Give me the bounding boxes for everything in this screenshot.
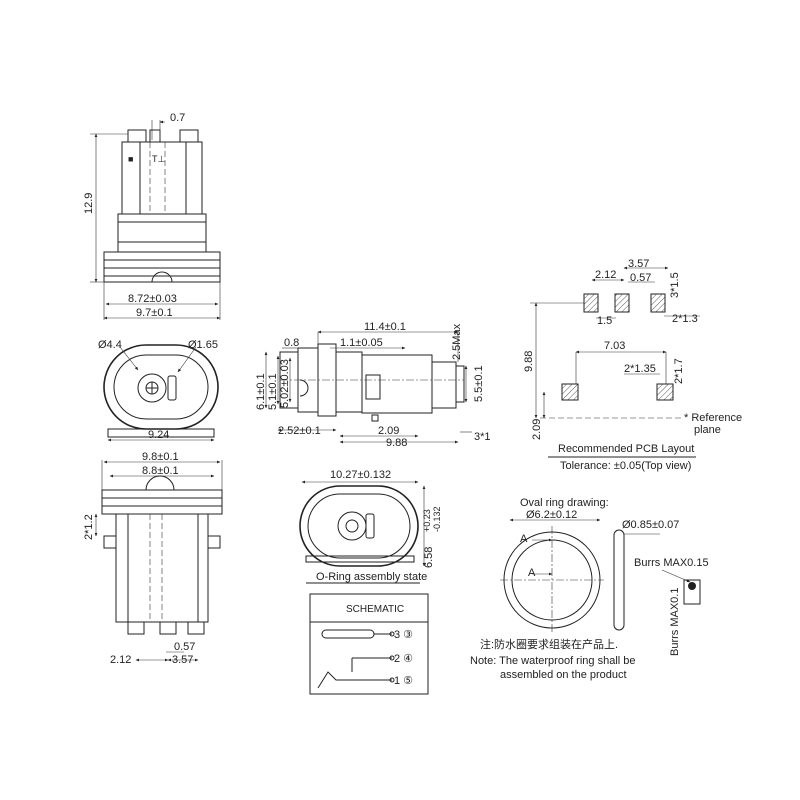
oval-ring-wire: Ø0.85±0.07 — [622, 519, 679, 531]
front-dim-a: 0.57 — [174, 641, 195, 653]
dim-c: 2.52±0.1 — [278, 425, 321, 437]
oring-dim-tol-minus: -0.132 — [432, 506, 442, 532]
dim-max: 2.5Max — [451, 323, 463, 360]
dim-e: 9.88 — [386, 437, 407, 449]
front-dim-b: 2.12 — [110, 654, 131, 666]
dim-h3: 5.02±0.03 — [279, 359, 291, 408]
top-view: 0.7 ■ T⊥ 12.9 8.72±0.03 9.7±0.1 — [83, 112, 221, 320]
oval-view: Ø4.4 Ø1.65 9.24 — [98, 339, 219, 442]
dim-side-length: 11.4±0.1 — [364, 321, 406, 333]
front-dim-c: 3.57 — [172, 654, 193, 666]
pcb-title: Recommended PCB Layout — [558, 443, 694, 455]
dim-b: 1.1±0.05 — [340, 337, 383, 349]
note-chinese: 注:防水圈要求组装在产品上. — [480, 637, 618, 651]
pcb-dim-f: 2*1.3 — [672, 313, 698, 325]
dim-a: 0.8 — [284, 337, 299, 349]
pcb-reference-label: * Reference — [684, 412, 742, 424]
oval-ring-burrs-2: Burrs MAX0.1 — [669, 588, 681, 656]
dim-d: 2.09 — [378, 425, 399, 437]
schematic-pin-row-2: 2 ④ — [394, 653, 413, 665]
pin-marker-b: ■ — [128, 154, 133, 164]
front-dim-pin: 2*1.2 — [83, 514, 95, 540]
schematic-pin-row-1: 3 ③ — [394, 629, 413, 641]
pcb-dim-k: 2.09 — [531, 419, 543, 440]
notes: 注:防水圈要求组装在产品上. Note: The waterproof ring… — [470, 637, 636, 681]
oring-dim-tol-plus: +0.23 — [422, 509, 432, 532]
pcb-tolerance: Tolerance: ±0.05(Top view) — [560, 460, 691, 472]
dim-height: 12.9 — [83, 193, 95, 214]
pcb-dim-j: 2*1.7 — [673, 358, 685, 384]
dim-f: 3*1 — [474, 431, 491, 443]
oring-dim-width: 10.27±0.132 — [330, 469, 391, 481]
pcb-dim-d: 3*1.5 — [669, 272, 681, 298]
dim-inner-width: 8.72±0.03 — [128, 293, 177, 305]
oval-ring-diameter: Ø6.2±0.12 — [526, 509, 577, 521]
schematic: SCHEMATIC 3 ③ 2 ④ 1 ⑤ — [309, 593, 429, 695]
oval-ring-burrs-1: Burrs MAX0.15 — [634, 557, 709, 569]
dim-hole-small: Ø1.65 — [188, 339, 218, 351]
oval-ring-drawing: Oval ring drawing: Ø6.2±0.12 A A Ø0.85±0… — [500, 497, 709, 656]
note-english-1: Note: The waterproof ring shall be — [470, 655, 636, 667]
schematic-pin-row-3: 1 ⑤ — [394, 675, 413, 687]
front-view: 9.8±0.1 8.8±0.1 2*1.2 0.57 2.12 3.57 — [83, 451, 223, 666]
schematic-title: SCHEMATIC — [346, 604, 404, 615]
pcb-dim-b: 2.12 — [595, 269, 616, 281]
pcb-dim-i: 2*1.35 — [624, 363, 656, 375]
pcb-dim-e: 1.5 — [597, 315, 612, 327]
dim-h1: 6.1±0.1 — [255, 373, 267, 410]
dim-oval-width: 9.24 — [148, 429, 169, 441]
oval-ring-title: Oval ring drawing: — [520, 497, 609, 509]
pcb-dim-c: 0.57 — [630, 272, 651, 284]
pcb-reference-plane: plane — [694, 424, 721, 436]
oval-ring-section-mark-2: A — [528, 567, 536, 579]
dim-h2: 5.1±0.1 — [267, 373, 279, 410]
dim-hole-large: Ø4.4 — [98, 339, 122, 351]
dim-outer-width: 9.7±0.1 — [136, 307, 173, 319]
front-dim-inner: 8.8±0.1 — [142, 465, 179, 477]
pcb-layout: 3.57 2.12 0.57 3*1.5 1.5 2*1.3 9.88 7.03… — [523, 258, 742, 472]
pcb-dim-g: 9.88 — [523, 351, 535, 372]
oring-caption: O-Ring assembly state — [316, 571, 427, 583]
pcb-dim-a: 3.57 — [628, 258, 649, 270]
oval-ring-section-mark-1: A — [520, 533, 528, 545]
dim-h4: 5.5±0.1 — [473, 365, 485, 402]
front-dim-outer: 9.8±0.1 — [142, 451, 179, 463]
oring-dim-height: 6.58 — [423, 547, 435, 568]
note-english-2: assembled on the product — [500, 669, 627, 681]
side-view: 11.4±0.1 2.5Max 0.8 1.1±0.05 6.1±0.1 5.1… — [255, 321, 491, 449]
oring-view: 10.27±0.132 6.58 +0.23 -0.132 O-Ring ass… — [299, 469, 442, 584]
dim-pin-pitch: 0.7 — [170, 112, 185, 124]
pcb-dim-h: 7.03 — [604, 340, 625, 352]
pin-marker-t: T⊥ — [152, 154, 165, 164]
